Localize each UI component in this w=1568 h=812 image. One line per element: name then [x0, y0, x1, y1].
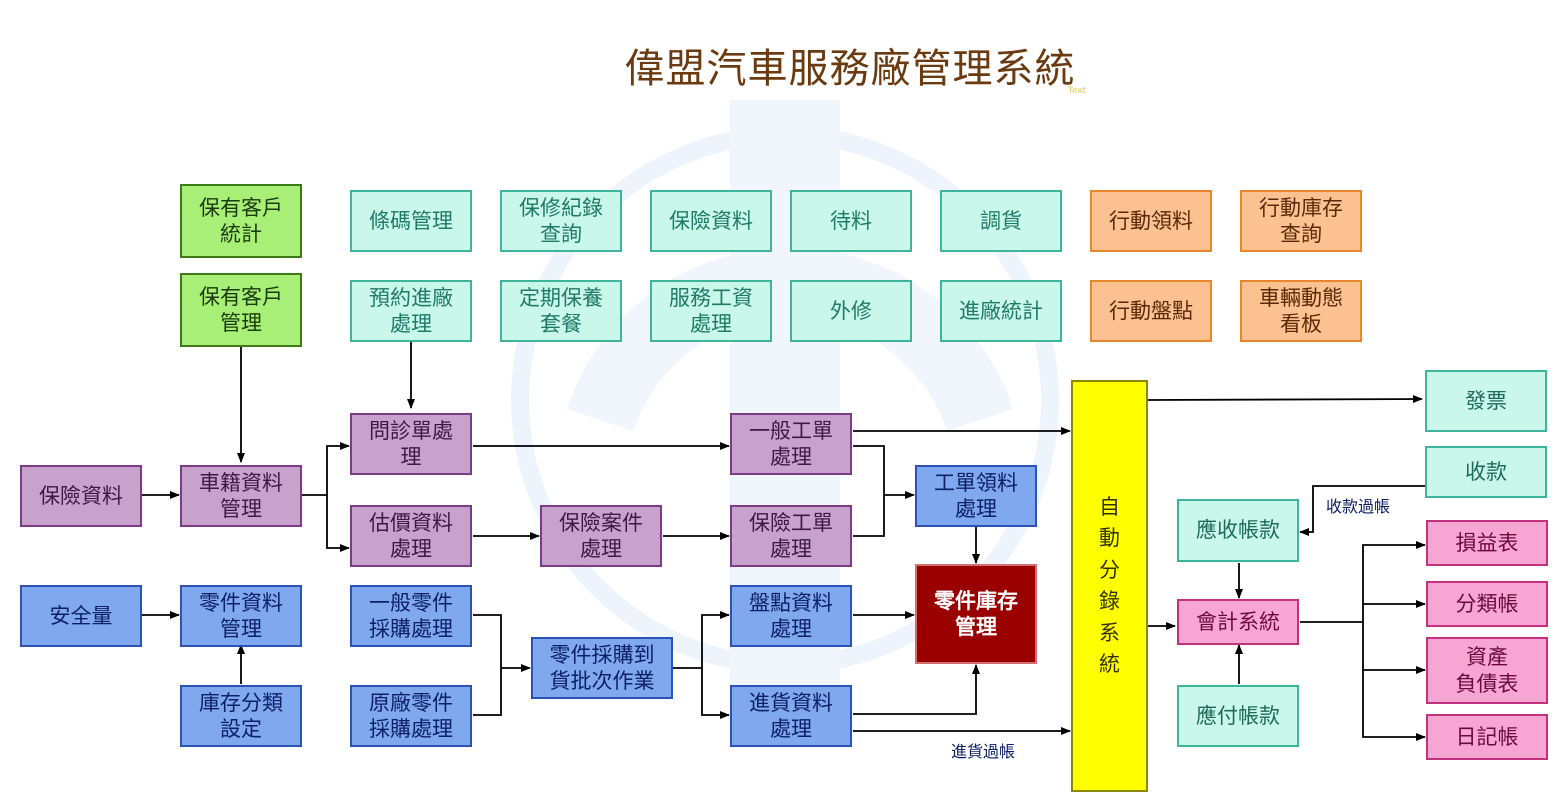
box-safety-stock[interactable]: 安全量 [20, 585, 142, 647]
box-customer-stats[interactable]: 保有客戶 統計 [180, 184, 302, 258]
box-parts-data[interactable]: 零件資料 管理 [180, 585, 302, 647]
box-entry-stats[interactable]: 進廠統計 [940, 280, 1062, 342]
edge-vehicle-branch [302, 442, 350, 496]
box-outsource[interactable]: 外修 [790, 280, 912, 342]
edge-accounting-to-reports [1300, 541, 1426, 623]
box-payable[interactable]: 應付帳款 [1177, 685, 1299, 747]
box-balance-sheet[interactable]: 資產 負債表 [1426, 637, 1548, 704]
placeholder-text: Text [1068, 86, 1087, 96]
box-mobile-pick[interactable]: 行動領料 [1090, 190, 1212, 252]
label-purchase-posting: 進貨過帳 [951, 742, 1016, 761]
box-vehicle-registration[interactable]: 車籍資料 管理 [180, 465, 302, 527]
box-warranty-query[interactable]: 保修紀錄 查詢 [500, 190, 622, 252]
box-service-wage[interactable]: 服務工資 處理 [650, 280, 772, 342]
box-stocktake[interactable]: 盤點資料 處理 [730, 585, 852, 647]
box-stock-category[interactable]: 庫存分類 設定 [180, 685, 302, 747]
box-general-parts-purchase[interactable]: 一般零件 採購處理 [350, 585, 472, 647]
box-insurance-work-order[interactable]: 保險工單 處理 [730, 505, 852, 567]
box-parts-inventory[interactable]: 零件庫存 管理 [915, 564, 1037, 664]
box-accounting[interactable]: 會計系統 [1177, 599, 1299, 645]
box-journal[interactable]: 日記帳 [1426, 714, 1548, 760]
box-invoice[interactable]: 發票 [1425, 370, 1547, 432]
box-estimate[interactable]: 估價資料 處理 [350, 505, 472, 567]
box-insurance-data-left[interactable]: 保險資料 [20, 465, 142, 527]
box-income-statement[interactable]: 損益表 [1426, 520, 1548, 566]
box-receipt[interactable]: 收款 [1425, 446, 1547, 498]
box-mobile-stock-query[interactable]: 行動庫存 查詢 [1240, 190, 1362, 252]
box-general-work-order[interactable]: 一般工單 處理 [730, 413, 852, 475]
box-appointment[interactable]: 預約進廠 處理 [350, 280, 472, 342]
box-insurance-data-top[interactable]: 保險資料 [650, 190, 772, 252]
edge-receipt-to-receivable [1299, 485, 1425, 536]
box-maintenance-package[interactable]: 定期保養 套餐 [500, 280, 622, 342]
box-goods-receipt[interactable]: 進貨資料 處理 [730, 685, 852, 747]
box-order-pick[interactable]: 工單領料 處理 [915, 465, 1037, 527]
box-parts-batch[interactable]: 零件採購到 貨批次作業 [531, 637, 673, 699]
box-mobile-count[interactable]: 行動盤點 [1090, 280, 1212, 342]
box-customer-mgmt[interactable]: 保有客戶 管理 [180, 273, 302, 347]
box-transfer[interactable]: 調貨 [940, 190, 1062, 252]
box-auto-journal[interactable]: 自 動 分 錄 系 統 [1071, 380, 1148, 792]
box-inquiry[interactable]: 問診單處 理 [350, 413, 472, 475]
box-insurance-case[interactable]: 保險案件 處理 [540, 505, 662, 567]
page-title: 偉盟汽車服務廠管理系統 [624, 46, 1076, 92]
edge-batch-branch [673, 611, 730, 669]
box-barcode[interactable]: 條碼管理 [350, 190, 472, 252]
label-receipt-posting: 收款過帳 [1326, 497, 1391, 516]
edge-journal-to-invoice [1147, 395, 1423, 404]
box-receivable[interactable]: 應收帳款 [1177, 499, 1299, 562]
box-vehicle-board[interactable]: 車輛動態 看板 [1240, 280, 1362, 342]
box-ledger[interactable]: 分類帳 [1426, 581, 1548, 627]
edge-receipt-to-inventory [853, 664, 980, 715]
edge-orders-to-pick [853, 445, 885, 537]
box-waiting-parts[interactable]: 待料 [790, 190, 912, 252]
box-oem-parts-purchase[interactable]: 原廠零件 採購處理 [350, 685, 472, 747]
edge-purchases-to-batch [473, 614, 502, 716]
